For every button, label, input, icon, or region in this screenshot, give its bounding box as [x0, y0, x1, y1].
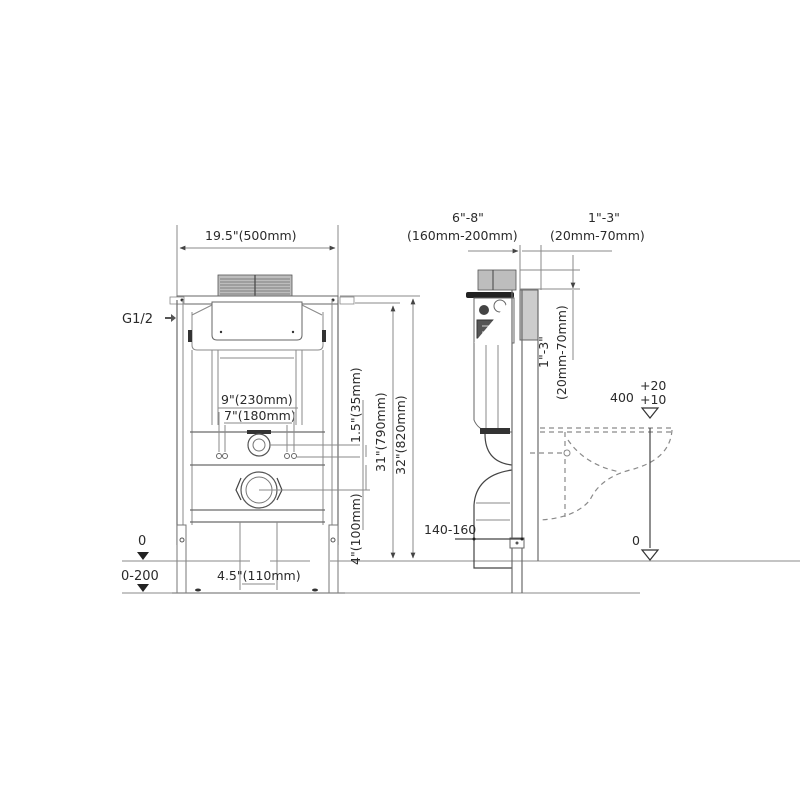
mount-inner-label: 7"(180mm)	[224, 408, 296, 423]
inlet-label: G1/2	[122, 312, 153, 327]
vertical-label-in: 1"-3"	[536, 336, 551, 368]
level-marker-icon	[137, 552, 149, 560]
bowl-tol-plus20: +20	[640, 378, 666, 393]
floor-range-label: 0-200	[121, 569, 159, 584]
level-marker-icon	[640, 407, 660, 419]
pipe-width-label: 4.5"(110mm)	[217, 568, 301, 583]
depth-label-mm: (160mm-200mm)	[407, 228, 518, 243]
wall-bracket	[519, 289, 539, 341]
level-marker-icon	[640, 549, 660, 561]
level-marker-icon	[137, 584, 149, 592]
floor-zero-label: 0	[138, 534, 146, 549]
vertical-label-mm: (20mm-70mm)	[554, 305, 569, 400]
wall-label-mm: (20mm-70mm)	[550, 228, 645, 243]
side-view: 6"-8" (160mm-200mm) 1"-3" (20mm-70mm) 1"…	[407, 210, 673, 593]
bowl-tol-plus10: +10	[640, 392, 666, 407]
bowl-height-label: 400	[610, 390, 634, 405]
cistern-box	[211, 301, 303, 341]
bowl-zero-label: 0	[632, 533, 640, 548]
mount-holes	[218, 412, 295, 452]
drain-height-label: 4"(100mm)	[348, 493, 363, 565]
inlet-arrow-icon	[165, 314, 176, 322]
wall-label-in: 1"-3"	[588, 210, 620, 225]
depth-label-in: 6"-8"	[452, 210, 484, 225]
base-label: 140-160	[424, 522, 476, 537]
height-label-32: 32"(820mm)	[393, 395, 408, 475]
offset-label: 1.5"(35mm)	[348, 367, 363, 443]
side-grill	[477, 269, 517, 291]
mount-outer-label: 9"(230mm)	[221, 392, 293, 407]
height-label-31: 31"(790mm)	[373, 392, 388, 472]
width-label: 19.5"(500mm)	[205, 228, 297, 243]
wc-bowl-outline	[539, 429, 673, 521]
front-view: 19.5"(500mm) G1/2	[121, 225, 800, 594]
